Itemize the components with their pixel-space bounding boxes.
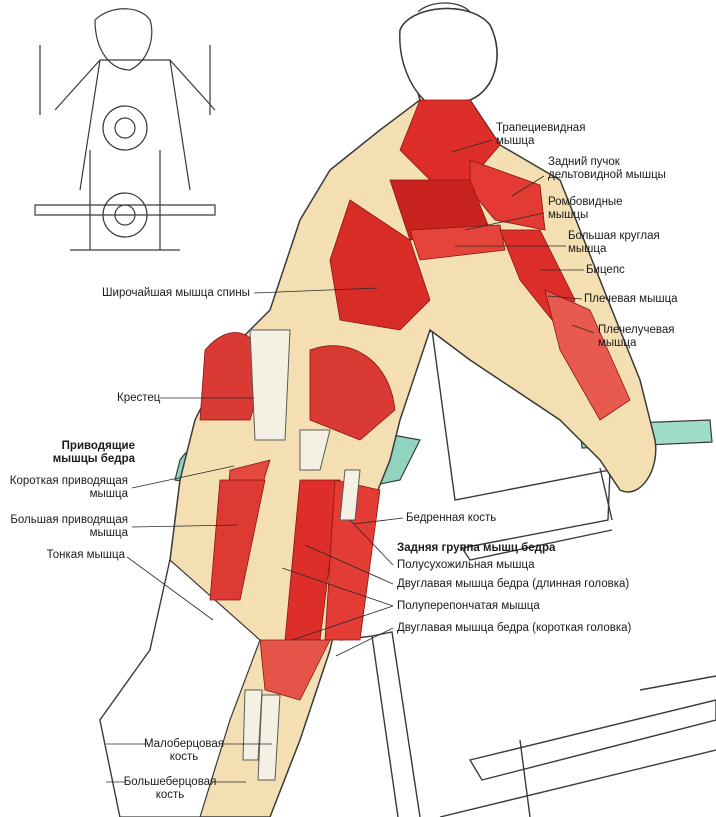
leg-left xyxy=(99,558,261,817)
label-brachialis: Плечевая мышца xyxy=(584,293,678,305)
forearm-muscles xyxy=(544,289,631,421)
adductor-magnus-muscle xyxy=(209,479,266,601)
femur-head-bone xyxy=(299,429,331,471)
label-brachioradialis: Плечелучевая мышца xyxy=(598,324,675,349)
fibula-bone xyxy=(242,689,263,761)
label-biceps: Бицепс xyxy=(586,264,625,276)
label-adductors-title: Приводящие мышцы бедра xyxy=(52,440,135,465)
hamstring-lateral xyxy=(324,479,381,641)
label-biceps-femoris-short: Двуглавая мышца бедра (короткая головка) xyxy=(397,622,632,634)
label-rear-delt: Задний пучок дельтовидной мышцы xyxy=(548,156,666,181)
label-teres-major: Большая круглая мышца xyxy=(568,230,660,255)
latissimus-muscle xyxy=(329,199,431,331)
label-tibia: Большеберцовая кость xyxy=(123,776,217,801)
label-rhomboids: Ромбовидные мышцы xyxy=(548,196,623,221)
label-semitendinosus: Полусухожильная мышца xyxy=(397,559,535,571)
leader-lines xyxy=(106,139,595,783)
label-semimembranosus: Полуперепончатая мышца xyxy=(397,600,540,612)
sacrum-bone xyxy=(249,329,291,441)
label-fibula: Малоберцовая кость xyxy=(143,738,225,763)
femur-bone xyxy=(339,469,361,521)
inset-drawing xyxy=(34,8,216,251)
label-adductor-magnus: Большая приводящая мышца xyxy=(10,514,128,539)
label-sacrum: Крестец xyxy=(117,392,161,404)
label-latissimus: Широчайшая мышца спины xyxy=(102,287,250,299)
bone-group xyxy=(242,329,361,781)
label-gracilis: Тонкая мышца xyxy=(46,549,125,561)
label-hamstrings-title: Задняя группа мышц бедра xyxy=(397,542,556,554)
label-biceps-femoris-long: Двуглавая мышца бедра (длинная головка) xyxy=(397,578,630,590)
glute-right xyxy=(309,345,396,441)
bench-frame xyxy=(339,328,716,817)
tibia-bone xyxy=(257,694,281,781)
head xyxy=(399,7,498,106)
hair-bun xyxy=(417,2,471,13)
label-femur: Бедренная кость xyxy=(406,512,497,524)
teres-major-muscle xyxy=(409,224,506,261)
label-adductor-brevis: Короткая приводящая мышца xyxy=(9,475,128,500)
calf-muscle xyxy=(259,639,331,701)
label-trapezius: Трапециевидная мышца xyxy=(496,122,586,147)
muscle-group xyxy=(199,99,631,701)
